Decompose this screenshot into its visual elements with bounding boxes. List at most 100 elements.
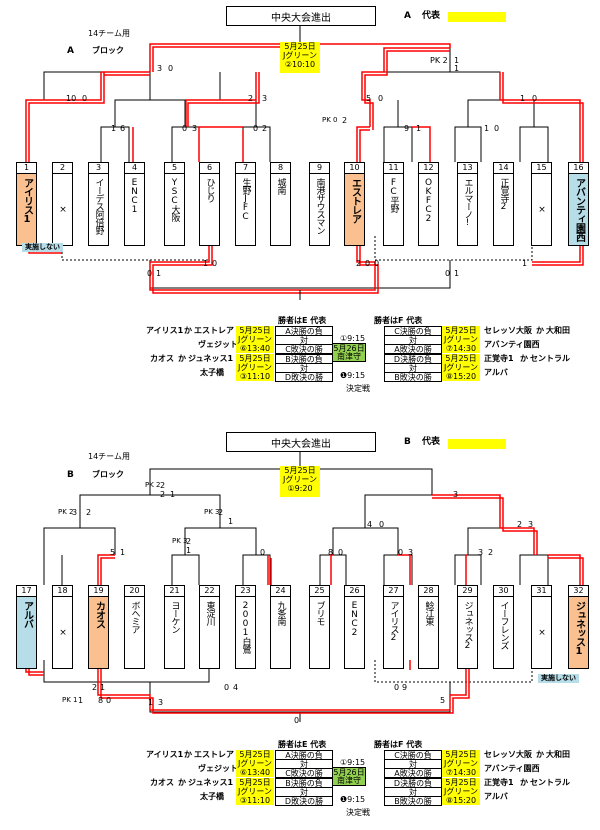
no-play-badge: 実施しない [538,674,579,683]
schedule-time: ⑥13:40 [236,344,274,353]
bracket-b-rep-highlight [448,439,506,449]
schedule-date: 5月25日 [236,326,274,335]
team-name: × [52,173,73,246]
team-number: 22 [199,585,220,596]
score-label: 0 [182,124,188,133]
score-label: 1 [520,94,526,103]
team-number: 8 [270,162,291,173]
team-number: 15 [531,162,552,173]
team-name: ジュネッス2 [457,596,478,669]
team-number: 20 [124,585,145,596]
schedule-left-team2: エストレア [194,750,234,759]
score-label: 10 [66,94,77,103]
team-name: 南港サウスマン [309,173,330,246]
schedule-left-team: 太子橋 [200,368,224,377]
score-label: 2 [86,508,92,517]
schedule-venue: Jグリーン [236,363,274,372]
team-number: 3 [88,162,109,173]
score-label: 0 [212,259,218,268]
team-number: 25 [309,585,330,596]
score-label: 0 [82,94,88,103]
team-number: 11 [383,162,404,173]
score-label: 0 [147,269,153,278]
bracket-a-rep-label: 代表 [422,11,441,21]
score-label: 2 [488,548,494,557]
schedule-left-team: カオス [150,778,174,787]
score-label: 1 [454,56,460,65]
score-label: 3 [192,124,198,133]
score-label: 1 [522,259,528,268]
schedule-right-team: セレッソ大阪 [484,750,532,759]
schedule-right-team2: 大和田 [546,750,570,759]
bracket-a-final-venue: Jグリーン [283,51,317,60]
team-number: 7 [235,162,256,173]
team-name: ボヘミア [124,596,145,669]
schedule-time: ⑧15:20 [442,796,480,805]
team-name: × [531,596,552,669]
score-label: 8 [98,696,104,705]
score-label: 2 [160,490,166,499]
score-label: 2 [342,116,348,125]
bracket-a-title-text: 中央大会進出 [271,12,331,24]
score-label: PK 3 [172,537,188,545]
schedule-conj: か [536,326,544,335]
team-number: 1 [16,162,37,173]
team-name: 生野JFC [235,173,256,246]
team-name: アイリス2 [383,596,404,669]
schedule-time: ③11:10 [236,796,274,805]
score-label: 3 [262,94,268,103]
team-name: × [531,173,552,246]
bracket-a-block-label: ブロック [92,46,124,55]
team-number: 6 [199,162,220,173]
schedule-venue: Jグリーン [442,363,480,372]
team-name: アルバ [16,596,37,669]
bracket-b-teams-label: 14チーム用 [88,452,130,461]
bracket-b-final-info: 5月25日 Jグリーン ①9:20 [280,466,320,497]
schedule-header-left: 勝者はE 代表 [278,316,327,325]
team-name: エストレア [344,173,365,246]
schedule-date: 5月25日 [442,354,480,363]
team-name: 2001白鷺 [235,596,256,669]
schedule-left-team: アイリス1 [146,750,184,759]
score-label: 8 [328,548,334,557]
schedule-left-team: ヴェジット [198,764,238,773]
score-label: 3 [408,548,414,557]
score-label: PK 3 [204,508,220,516]
score-label: 1 [78,696,84,705]
team-name: アバンティ園西 [568,173,589,246]
team-name: ヨーケン [164,596,185,669]
schedule-time: ③11:10 [236,372,274,381]
schedule-venue: Jグリーン [236,759,274,768]
schedule-right-team: アバンティ園西 [484,764,540,773]
team-number: 5 [164,162,185,173]
team-number: 28 [418,585,439,596]
team-number: 19 [88,585,109,596]
bracket-b-rep-label: 代表 [422,437,441,447]
schedule-left-team: カオス [150,354,174,363]
schedule-venue-date: 5月26日 [332,343,366,353]
schedule-time: ⑦14:30 [442,344,480,353]
schedule-conj: か [178,778,186,787]
score-label: 5 [440,696,446,705]
schedule-left-team2: エストレア [194,326,234,335]
score-label: 0 [379,520,385,529]
schedule-left-team: アイリス1 [146,326,184,335]
team-name: ENC2 [344,596,365,669]
team-name: × [52,596,73,669]
team-number: 31 [531,585,552,596]
team-number: 26 [344,585,365,596]
bracket-a-rep-highlight [448,12,506,22]
schedule-conj: か [520,778,528,787]
team-name: YSC大阪 [164,173,185,246]
score-label: 2 [186,537,192,546]
bracket-b-title: 中央大会進出 [226,432,376,452]
team-name: ひじり [199,173,220,246]
schedule-right-team: アバンティ園西 [484,340,540,349]
schedule-venue: Jグリーン [442,759,480,768]
bracket-b-final-date: 5月25日 [284,466,316,475]
team-name: OKFC2 [418,173,439,246]
schedule-footer: 決定戦 [346,384,370,393]
score-label: PK 0 [322,116,338,124]
team-name: イーデス阿倍野 [88,173,109,246]
